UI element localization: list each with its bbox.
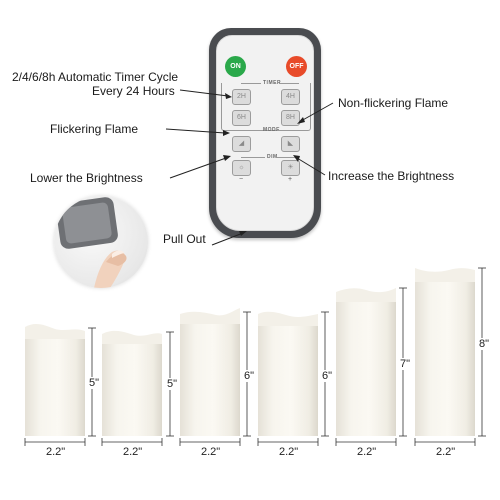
candle-5	[336, 288, 396, 436]
on-button[interactable]: ON	[225, 56, 246, 77]
dim-down-button[interactable]: ☼	[232, 160, 251, 176]
candle-4-width-label: 2.2"	[279, 446, 299, 458]
off-button[interactable]: OFF	[286, 56, 307, 77]
candle-1-top	[25, 323, 85, 339]
flicker-mode-button[interactable]: ◢	[232, 136, 251, 152]
candle-3-width-label: 2.2"	[201, 446, 221, 458]
remote-face: ON OFF TIMER 2H 4H 6H 8H MODE ◢ ◣ DIM ☼ …	[216, 35, 314, 231]
candle-5-width-label: 2.2"	[357, 446, 377, 458]
candle-6	[415, 268, 475, 436]
candle-4	[258, 311, 318, 436]
flicker-pointer-arrow	[223, 130, 230, 136]
steady-icon: ◣	[287, 140, 294, 147]
lower-pointer-line	[169, 157, 227, 179]
timer-2h-button[interactable]: 2H	[232, 89, 251, 105]
lower-brightness-callout: Lower the Brightness	[30, 171, 143, 185]
increase-brightness-callout: Increase the Brightness	[328, 169, 455, 183]
candle-1	[25, 323, 85, 436]
dim-up-button[interactable]: ☀	[281, 160, 300, 176]
candle-5-height-label: 7"	[399, 358, 412, 370]
flickering-callout: Flickering Flame	[50, 122, 139, 136]
timer-callout-line1: 2/4/6/8h Automatic Timer Cycle	[12, 70, 179, 84]
timer-6h-button[interactable]: 6H	[232, 110, 251, 126]
increase-pointer-line	[296, 157, 326, 176]
candle-3-height-label: 6"	[243, 370, 256, 382]
pull-out-inset	[54, 196, 148, 288]
brightness-up-icon: ☀	[287, 164, 294, 171]
candle-2-width-label: 2.2"	[123, 446, 143, 458]
candle-4-top	[258, 311, 318, 326]
candle-6-height-label: 8"	[478, 338, 491, 350]
mode-section-label: MODE	[263, 127, 280, 133]
flicker-icon: ◢	[238, 140, 245, 147]
candle-2	[102, 330, 162, 436]
flicker-pointer-line	[165, 128, 226, 134]
dim-plus-sign: +	[288, 176, 293, 183]
increase-pointer-arrow	[293, 155, 300, 162]
dim-section-label: DIM	[267, 154, 278, 160]
candle-2-height-label: 5"	[166, 378, 179, 390]
candle-3-top	[180, 308, 240, 324]
candle-6-width-label: 2.2"	[436, 446, 456, 458]
remote-control: ON OFF TIMER 2H 4H 6H 8H MODE ◢ ◣ DIM ☼ …	[209, 28, 321, 238]
brightness-down-icon: ☼	[238, 164, 245, 171]
candle-2-top	[102, 330, 162, 344]
dim-divider-left	[241, 157, 265, 158]
candle-6-top	[415, 268, 475, 282]
candle-3	[180, 308, 240, 436]
pull-out-pointer-line	[211, 232, 244, 246]
timer-frame	[221, 83, 311, 131]
dim-minus-sign: −	[239, 176, 244, 183]
non-flickering-callout: Non-flickering Flame	[338, 96, 449, 110]
battery-tab-illustration	[56, 197, 127, 288]
candle-1-width-label: 2.2"	[46, 446, 66, 458]
pull-out-callout: Pull Out	[163, 232, 206, 246]
mode-divider-left	[241, 130, 261, 131]
timer-callout-line2: Every 24 Hours	[92, 84, 175, 98]
mode-divider-right	[277, 130, 299, 131]
candle-1-height-label: 5"	[88, 377, 101, 389]
timer-divider-right	[279, 83, 299, 84]
dim-divider-right	[277, 157, 299, 158]
candle-5-top	[336, 288, 396, 302]
steady-mode-button[interactable]: ◣	[281, 136, 300, 152]
timer-4h-button[interactable]: 4H	[281, 89, 300, 105]
timer-pointer-arrow	[225, 93, 232, 99]
candle-4-height-label: 6"	[321, 370, 334, 382]
pull-out-pointer-arrow	[239, 231, 247, 236]
timer-divider-left	[241, 83, 261, 84]
timer-pointer-line	[179, 89, 229, 97]
non-flicker-pointer-line	[300, 102, 334, 122]
lower-pointer-arrow	[223, 155, 231, 161]
non-flicker-pointer-arrow	[297, 117, 305, 124]
timer-8h-button[interactable]: 8H	[281, 110, 300, 126]
timer-section-label: TIMER	[263, 80, 282, 86]
